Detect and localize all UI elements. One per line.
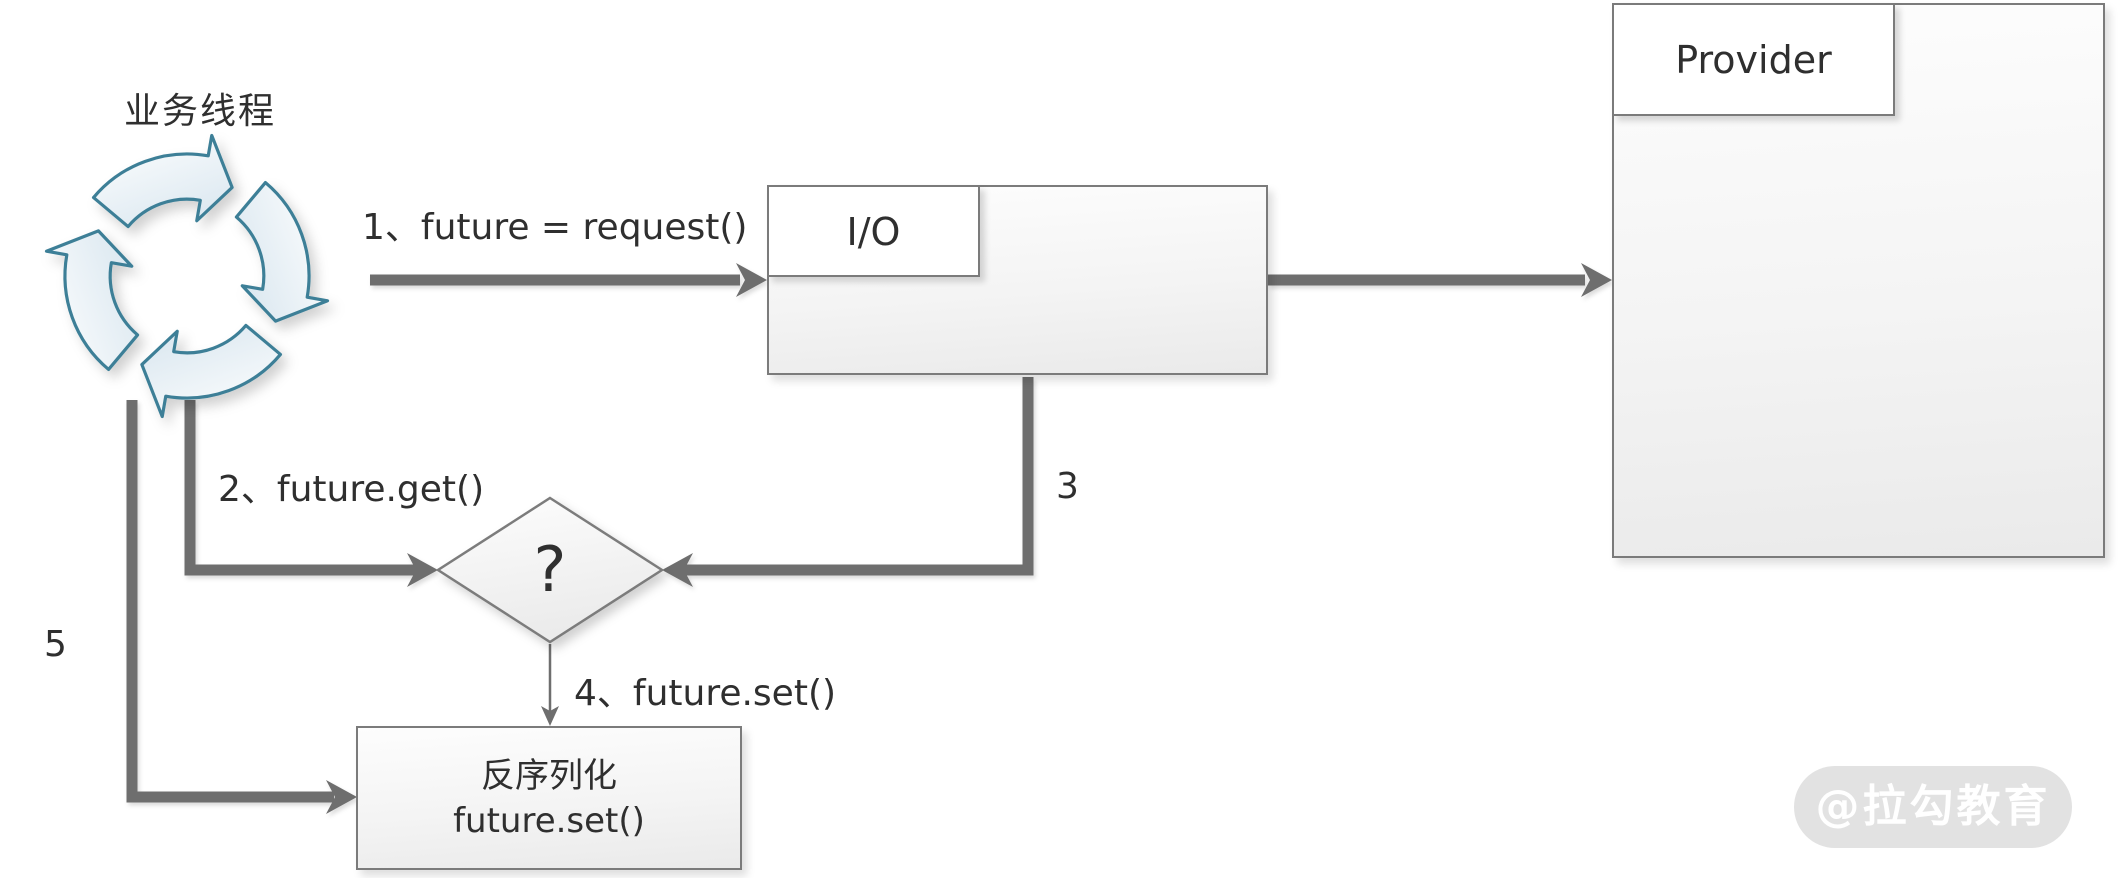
arrow-step4-set bbox=[541, 644, 559, 726]
arrow-step2-get bbox=[184, 400, 438, 587]
step5-label: 5 bbox=[44, 624, 67, 665]
decision-diamond bbox=[435, 496, 665, 644]
arrow-step3-io-to-diamond bbox=[662, 377, 1034, 587]
cycle-arrows-icon bbox=[44, 133, 330, 419]
arrow-io-to-provider bbox=[1268, 263, 1612, 297]
deserialize-box: 反序列化 future.set() bbox=[356, 726, 742, 870]
step2-label: 2、future.get() bbox=[218, 469, 485, 510]
deserialize-line2: future.set() bbox=[453, 800, 645, 841]
arrow-step1-request bbox=[370, 263, 767, 297]
step3-label: 3 bbox=[1056, 466, 1079, 507]
connector-arrows bbox=[126, 263, 1612, 814]
thread-label: 业务线程 bbox=[124, 91, 277, 132]
provider-tab-label: Provider bbox=[1612, 3, 1895, 116]
watermark-badge: @拉勾教育 bbox=[1794, 766, 2072, 848]
step1-label: 1、future = request() bbox=[362, 207, 748, 248]
deserialize-line1: 反序列化 bbox=[481, 756, 617, 796]
io-tab-label: I/O bbox=[767, 185, 980, 277]
arrow-step5-thread-to-deserialize bbox=[126, 400, 357, 814]
step4-label: 4、future.set() bbox=[574, 673, 837, 714]
decision-label: ? bbox=[533, 533, 567, 606]
